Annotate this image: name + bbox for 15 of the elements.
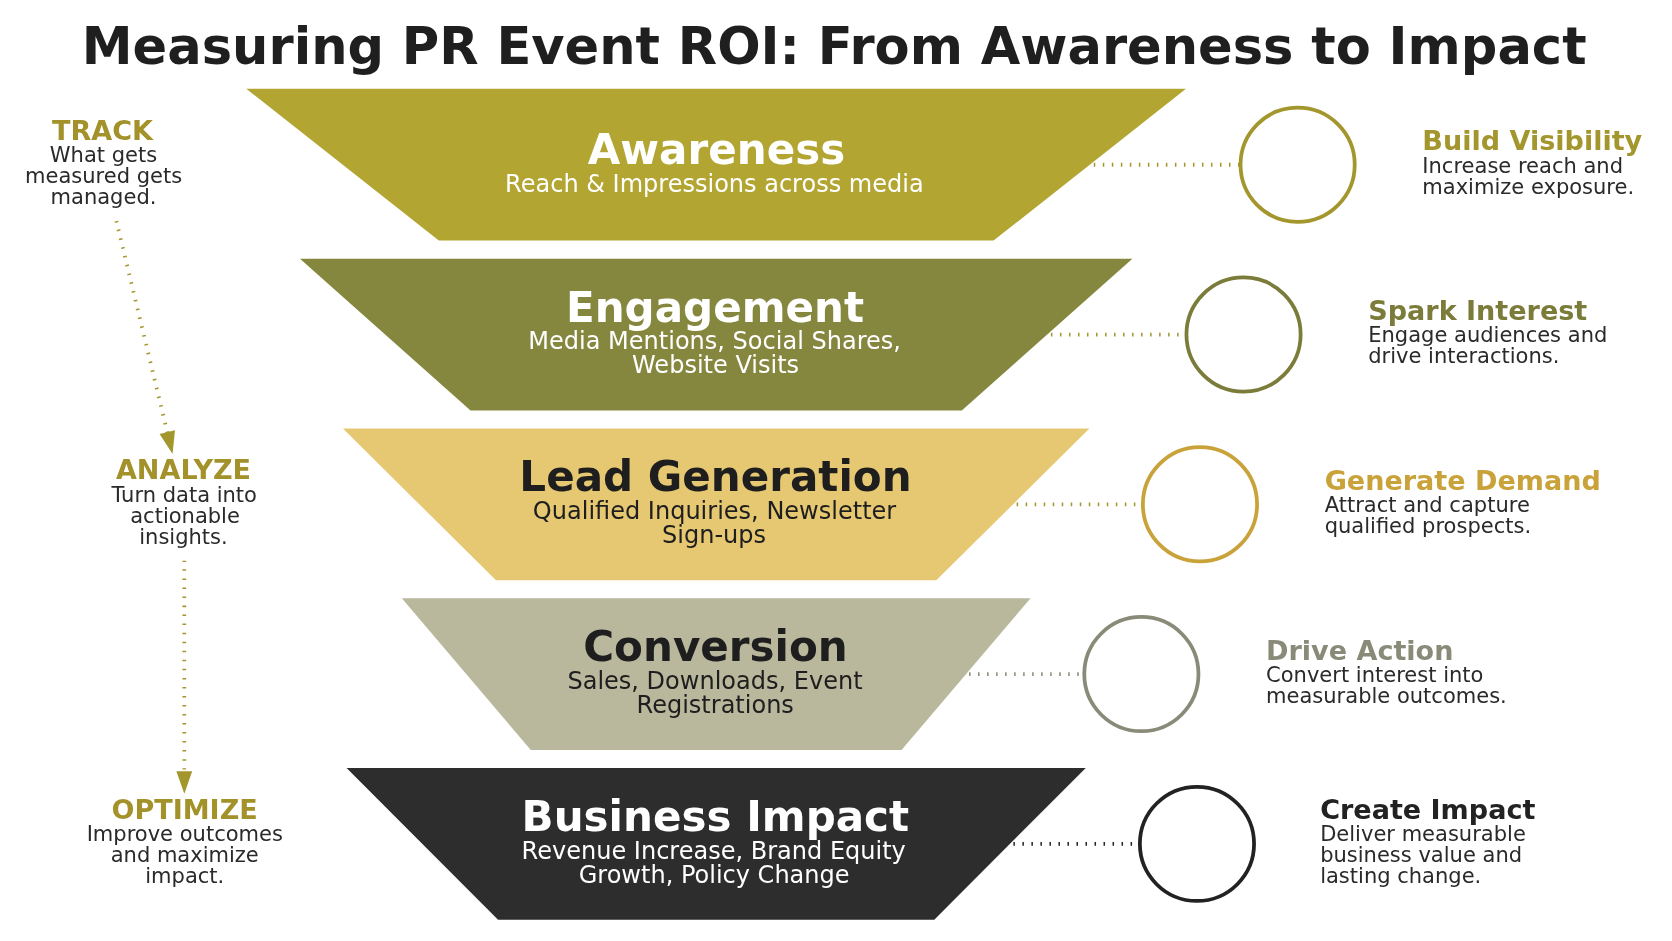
node-text: TRACK What gets measured gets managed. bbox=[25, 114, 183, 210]
node-circle bbox=[1238, 105, 1357, 224]
diagram-title: Measuring PR Event ROI: From Awareness to Impact bbox=[81, 17, 1587, 77]
node-circle bbox=[1082, 615, 1201, 734]
connector bbox=[1093, 162, 1241, 167]
node-circle bbox=[1141, 445, 1259, 564]
node-circle bbox=[1138, 784, 1256, 903]
arrow bbox=[114, 220, 175, 455]
node-label: Build Visibility bbox=[1422, 125, 1643, 157]
node-circle bbox=[1184, 275, 1303, 394]
node-label: Spark Interest bbox=[1368, 295, 1588, 327]
arrow bbox=[176, 560, 193, 794]
node-text: ANALYZE Turn data into actionable insights. bbox=[111, 454, 257, 549]
node-label: Create Impact bbox=[1320, 793, 1536, 825]
node-text: OPTIMIZE Improve outcomes and maximize impact. bbox=[86, 793, 283, 889]
